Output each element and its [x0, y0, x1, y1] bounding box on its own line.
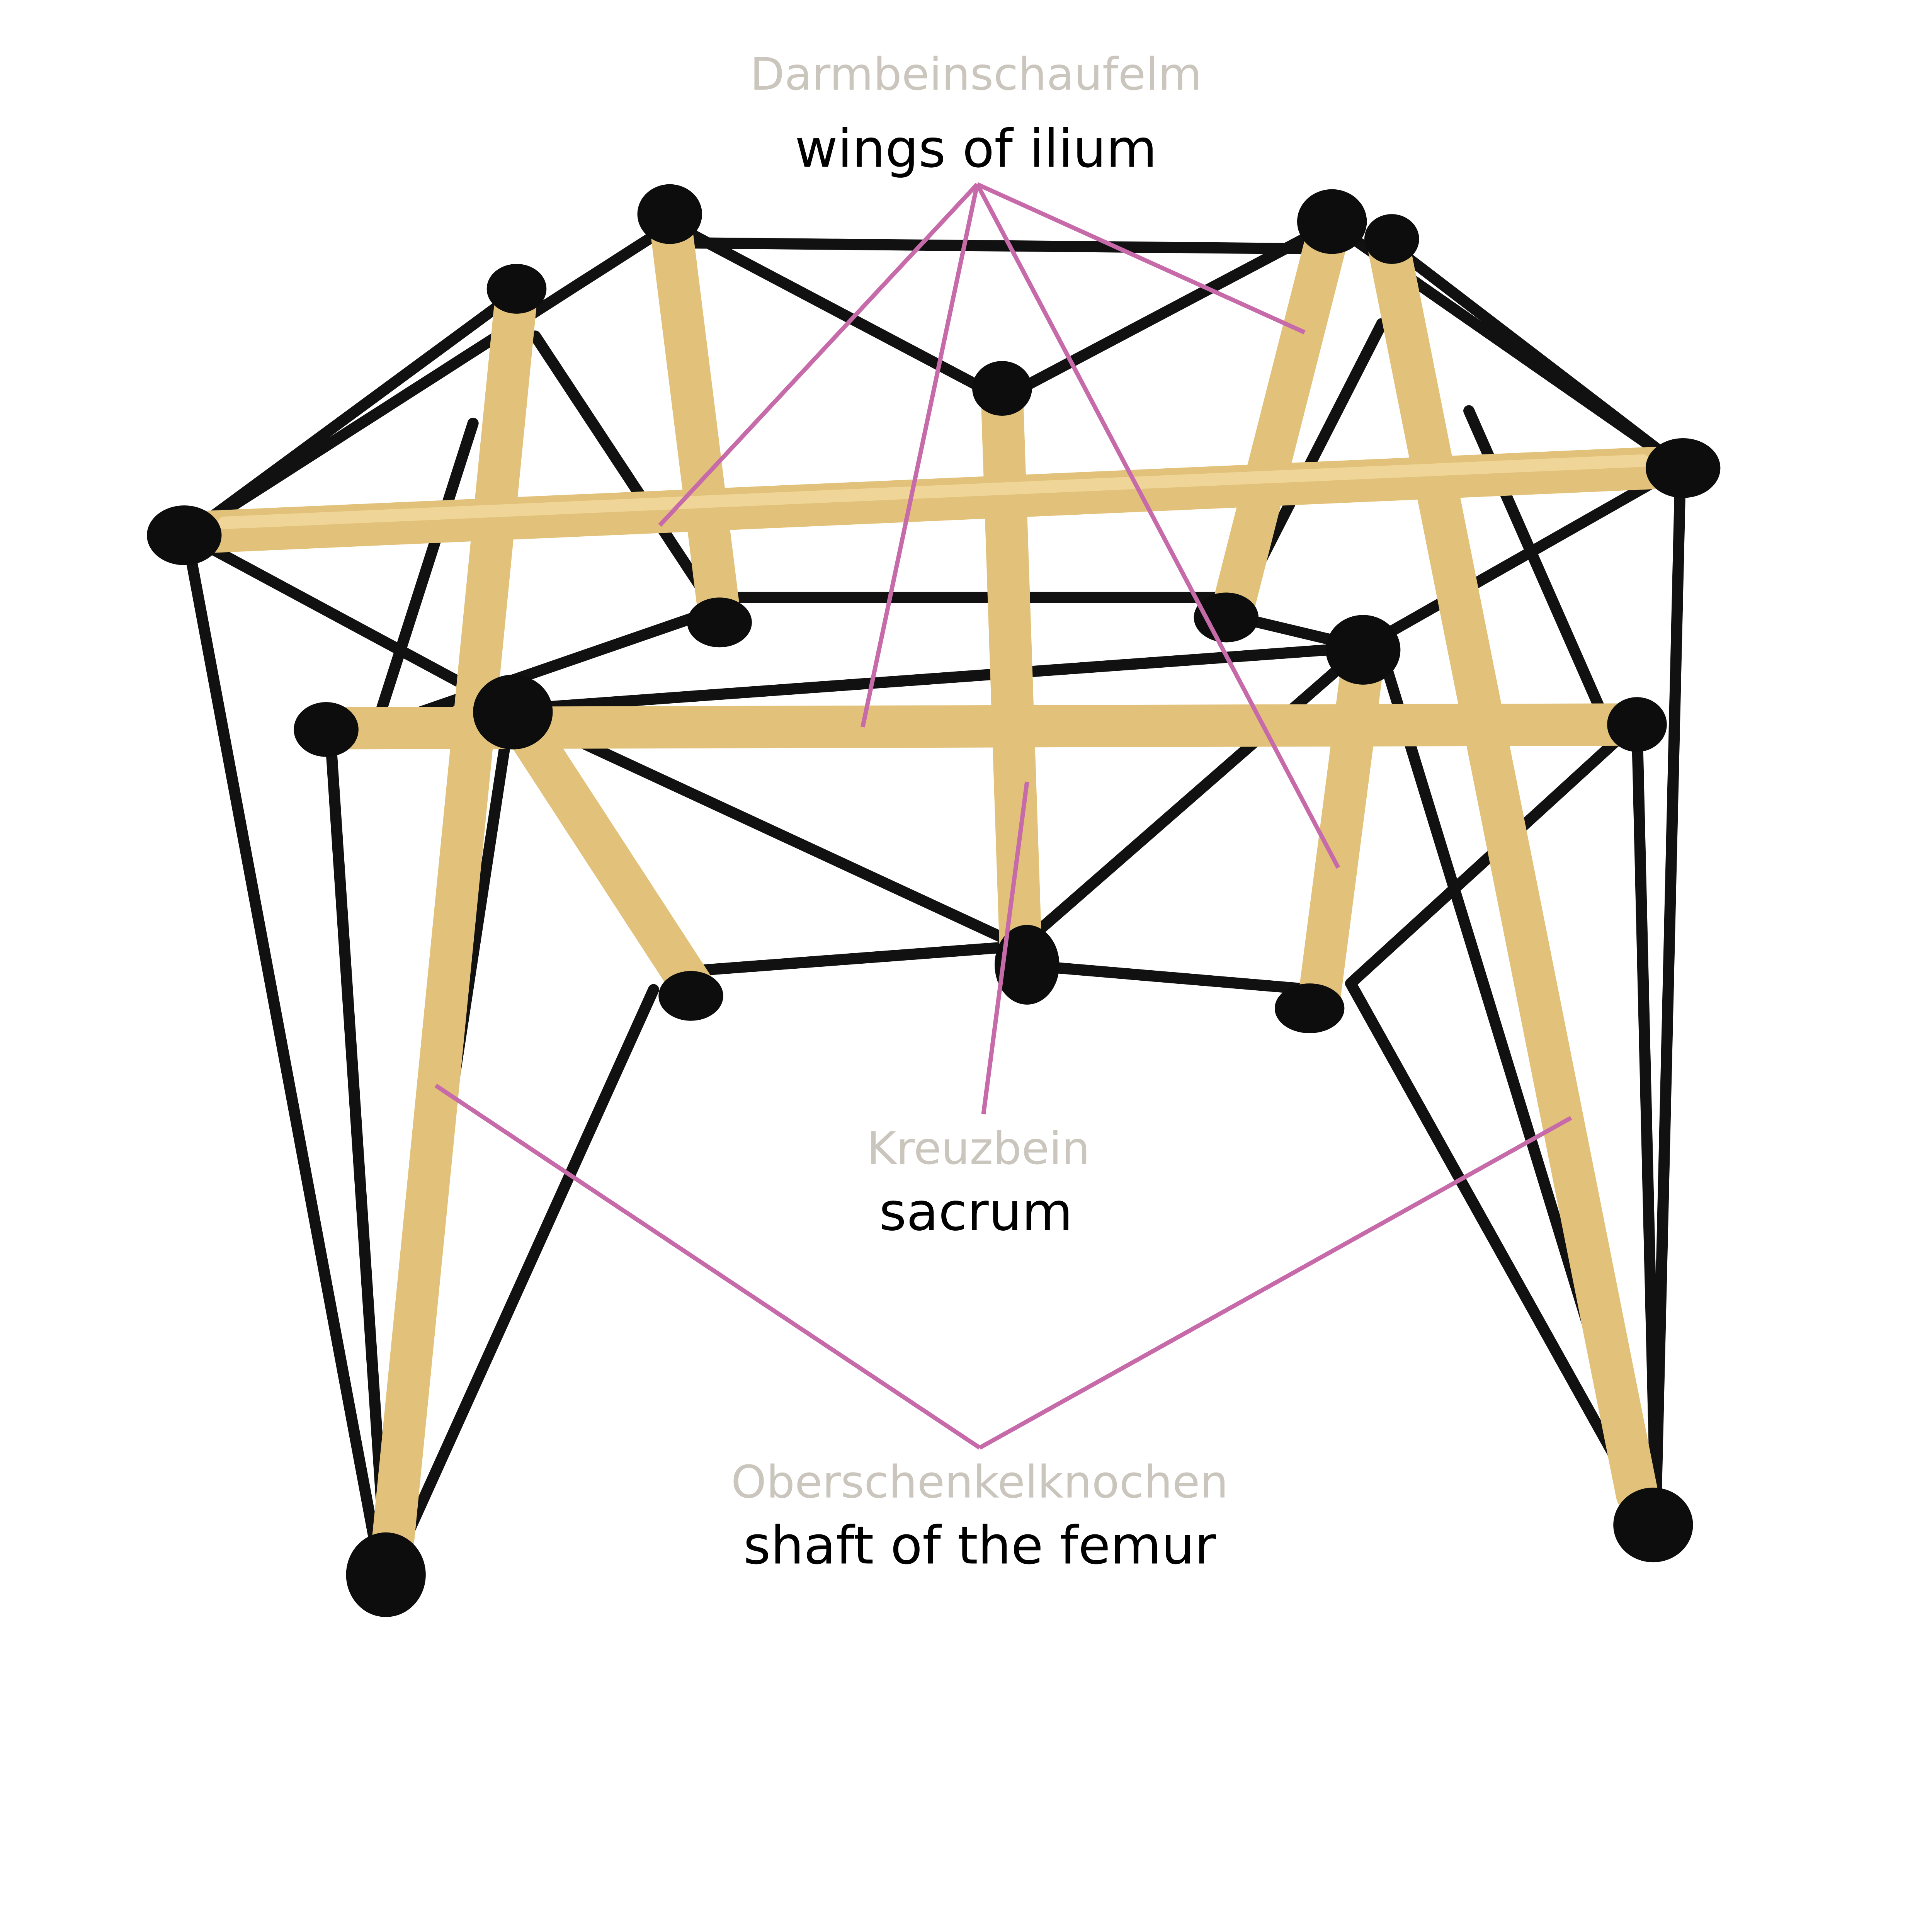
label-femur-english: shaft of the femur: [743, 1515, 1216, 1576]
cap: [995, 925, 1060, 1005]
cap: [486, 264, 547, 314]
cap: [1646, 438, 1721, 498]
cable: [181, 287, 522, 541]
cap: [1613, 1487, 1693, 1563]
cap: [1274, 983, 1345, 1033]
cable: [505, 641, 1369, 715]
cable: [367, 417, 479, 740]
cap: [346, 1532, 426, 1617]
leader-line-ilium: [976, 182, 1306, 335]
tensegrity-pelvis-diagram: Darmbeinschaufelm wings of ilium Kreuzbe…: [147, 48, 1721, 1617]
cap: [637, 184, 702, 244]
cap: [1326, 615, 1401, 685]
label-ilium-english: wings of ilium: [795, 118, 1157, 179]
leader-line-ilium: [861, 184, 980, 728]
cable: [505, 704, 1027, 952]
cap: [658, 971, 723, 1021]
cable: [386, 984, 659, 1574]
label-sacrum-english: sacrum: [879, 1181, 1073, 1242]
cable: [1357, 461, 1686, 653]
cap: [147, 505, 222, 565]
cap: [1607, 697, 1667, 752]
cable: [685, 940, 1027, 977]
cable: [529, 330, 721, 616]
dowels: [165, 215, 1702, 1571]
leader-line-femur: [978, 1116, 1572, 1450]
cable: [1015, 641, 1369, 952]
cable: [667, 218, 1008, 404]
label-ilium-german: Darmbeinschaufelm: [750, 48, 1202, 100]
cap: [972, 361, 1032, 416]
cap: [1364, 214, 1419, 264]
dowel-top-front-horizontal: [165, 446, 1702, 554]
cap: [294, 702, 359, 757]
cable: [667, 237, 1338, 255]
cable: [1345, 978, 1655, 1524]
label-sacrum-german: Kreuzbein: [867, 1122, 1090, 1175]
cable: [1015, 959, 1319, 995]
cable: [324, 723, 392, 1574]
end-caps: [147, 184, 1721, 1617]
cable: [181, 529, 386, 1574]
leader-line-ilium: [975, 183, 1340, 869]
cable: [181, 218, 678, 541]
cap: [1297, 189, 1367, 254]
cap: [473, 675, 553, 750]
dowel-right-ilium-back: [1211, 221, 1347, 631]
cable: [1650, 461, 1686, 1524]
dowel-left-ilium-back: [651, 215, 741, 638]
dowel-highlight: [218, 454, 1650, 529]
leader-line-ilium: [658, 182, 979, 527]
dowel-right-femur: [1367, 221, 1658, 1515]
cable: [996, 218, 1338, 404]
label-femur-german: Oberschenkelknochen: [731, 1456, 1228, 1509]
cable: [1631, 716, 1662, 1512]
dowel-front-right-vertical: [1298, 638, 1384, 1017]
cable: [181, 529, 516, 715]
cap: [687, 597, 752, 648]
dowel-front-left-diagonal: [495, 694, 716, 1011]
leader-line-femur: [434, 1083, 981, 1450]
leader-line-sacrum: [981, 781, 1029, 1115]
cap: [1194, 592, 1259, 643]
leader-lines: [434, 182, 1572, 1450]
